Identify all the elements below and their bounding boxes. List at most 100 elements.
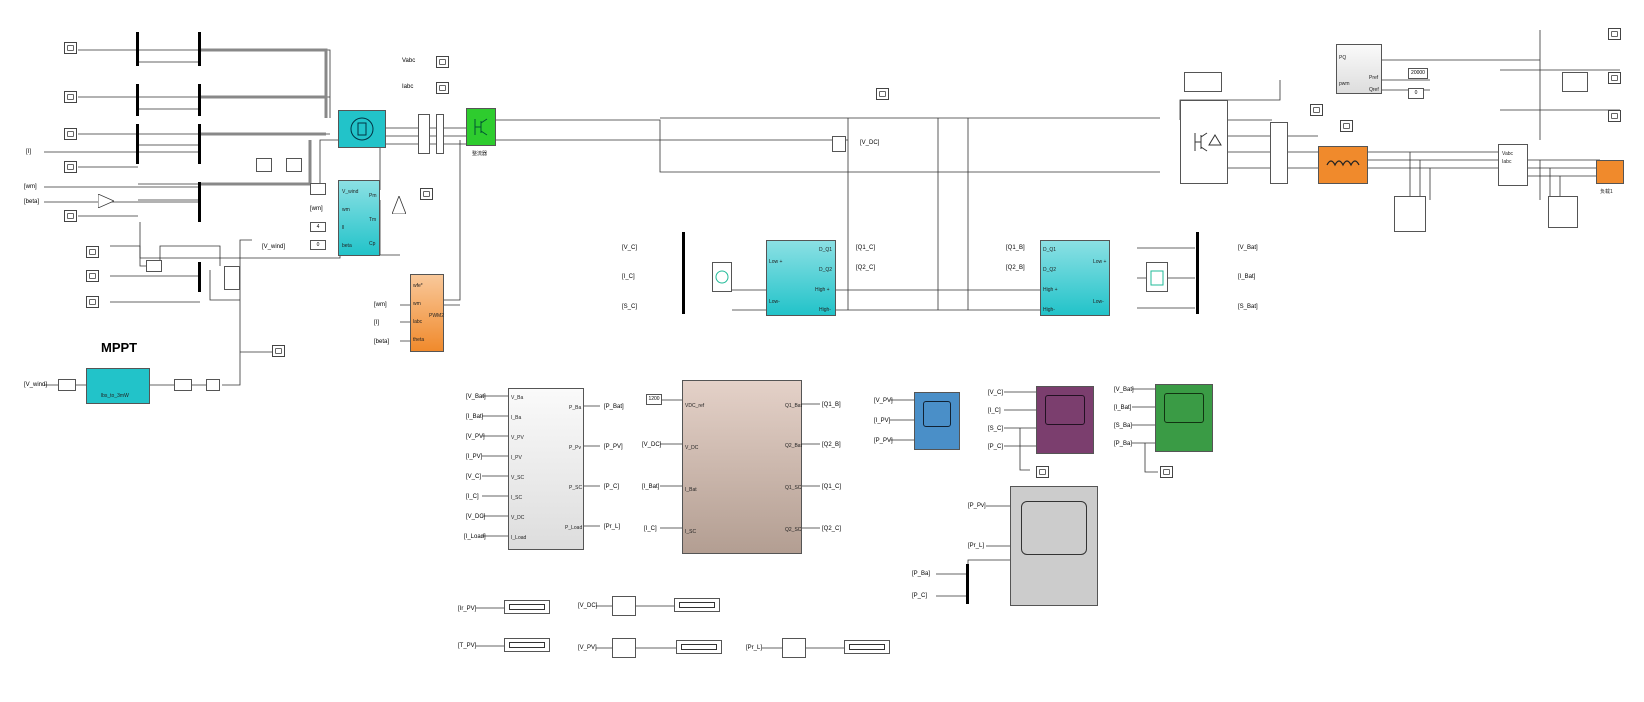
scope-block[interactable] bbox=[1608, 28, 1621, 40]
scope-block[interactable] bbox=[64, 91, 77, 103]
mux-block[interactable] bbox=[418, 114, 430, 154]
meas-in-vbat[interactable]: [V_Bat] bbox=[466, 394, 486, 400]
display-block[interactable] bbox=[504, 638, 550, 652]
scope-block[interactable] bbox=[1160, 466, 1173, 478]
scope-bat-in-i[interactable]: [I_Bat] bbox=[1114, 405, 1132, 411]
battery-block[interactable] bbox=[1146, 262, 1168, 292]
mppt-input-tag[interactable]: [V_wind] bbox=[24, 382, 48, 388]
bottom-tag-tpv[interactable]: [T_PV] bbox=[458, 643, 477, 649]
filter-block[interactable] bbox=[782, 638, 806, 658]
mppt-block[interactable]: lbs_to_3mW bbox=[86, 368, 150, 404]
scope-block[interactable] bbox=[86, 296, 99, 308]
scope-battery[interactable] bbox=[1155, 384, 1213, 452]
scope-power[interactable] bbox=[1010, 486, 1098, 606]
bottom-tag-irpv[interactable]: [Ir_PV] bbox=[458, 606, 477, 612]
scope-bat-in-v[interactable]: [V_Bat] bbox=[1114, 387, 1134, 393]
meas-in-vc[interactable]: [V_C] bbox=[466, 474, 482, 480]
scope-block[interactable] bbox=[420, 188, 433, 200]
goto-tag-wm[interactable]: [wm] bbox=[24, 184, 37, 190]
scope-pv-in-v[interactable]: [V_PV] bbox=[874, 398, 893, 404]
bottom-tag-prl[interactable]: [Pr_L] bbox=[746, 645, 763, 651]
scope-sc-in-p[interactable]: [P_C] bbox=[988, 444, 1004, 450]
from-block[interactable] bbox=[286, 158, 302, 172]
scope-block[interactable] bbox=[1608, 110, 1621, 122]
scope-bat-in-p[interactable]: [P_Ba] bbox=[1114, 441, 1133, 447]
rectifier-block[interactable] bbox=[466, 108, 496, 146]
pwm-in-wm[interactable]: [wm] bbox=[374, 302, 387, 308]
from-block[interactable] bbox=[256, 158, 272, 172]
filter-block[interactable] bbox=[612, 638, 636, 658]
scope-pv-in-p[interactable]: [P_PV] bbox=[874, 438, 893, 444]
power-measurement-block[interactable]: V_Ba I_Ba V_PV I_PV V_SC I_SC V_DC I_Loa… bbox=[508, 388, 584, 550]
scope-block[interactable] bbox=[1608, 72, 1621, 84]
qref-constant[interactable]: 0 bbox=[1408, 88, 1424, 99]
bat-out-i[interactable]: [I_Bat] bbox=[1238, 274, 1256, 280]
rl-filter-block[interactable] bbox=[1318, 146, 1368, 184]
scope-pw-in-pc[interactable]: [P_C] bbox=[912, 593, 928, 599]
bat-out-s[interactable]: [S_Bat] bbox=[1238, 304, 1258, 310]
scope-block[interactable] bbox=[436, 82, 449, 94]
voltage-measure-block[interactable] bbox=[832, 136, 846, 152]
ems-out-q1c[interactable]: [Q1_C] bbox=[822, 484, 842, 490]
sc-out-q1[interactable]: [Q1_C] bbox=[856, 245, 876, 251]
display-blank[interactable] bbox=[1184, 72, 1222, 92]
scope-sc-in-i[interactable]: [I_C] bbox=[988, 408, 1001, 414]
wind-turbine-block[interactable]: V_wind wm ll beta Pm Tm Cp bbox=[338, 180, 380, 256]
bottom-tag-vpv[interactable]: [V_PV] bbox=[578, 645, 597, 651]
bat-out-v[interactable]: [V_Bat] bbox=[1238, 245, 1258, 251]
vdc-ref-constant[interactable]: 1200 bbox=[646, 394, 662, 405]
pwm-in-beta[interactable]: [beta] bbox=[374, 339, 390, 345]
energy-management-block[interactable]: VDC_ref V_DC I_Bat I_SC Q1_Bat Q2_Bat Q1… bbox=[682, 380, 802, 554]
bidirectional-converter-bat[interactable]: D_Q1 D_Q2 High + High- Low + Low- bbox=[1040, 240, 1110, 316]
sc-out-q2[interactable]: [Q2_C] bbox=[856, 265, 876, 271]
ems-in-ibat[interactable]: [I_Bat] bbox=[642, 484, 660, 490]
pwm-in-i[interactable]: [I] bbox=[374, 320, 380, 326]
bottom-tag-vdc[interactable]: [V_DC] bbox=[578, 603, 598, 609]
scope-block[interactable] bbox=[1310, 104, 1323, 116]
scope-block[interactable] bbox=[876, 88, 889, 100]
grid-source-block[interactable] bbox=[1548, 196, 1578, 228]
meas-out-pbat[interactable]: [P_Bat] bbox=[604, 404, 624, 410]
saturation-block[interactable] bbox=[206, 379, 220, 391]
turbine-in-0[interactable]: 0 bbox=[310, 240, 326, 250]
ems-out-q1b[interactable]: [Q1_B] bbox=[822, 402, 841, 408]
scope-block[interactable] bbox=[86, 246, 99, 258]
meas-out-prl[interactable]: [Pr_L] bbox=[604, 524, 621, 530]
turbine-in-wm[interactable]: [wm] bbox=[310, 206, 323, 212]
scope-block[interactable] bbox=[1036, 466, 1049, 478]
pref-constant[interactable]: 20000 bbox=[1408, 68, 1428, 79]
pq-control-block[interactable]: PQ pwm Pref Qref bbox=[1336, 44, 1382, 94]
mux-block[interactable] bbox=[1270, 122, 1288, 184]
mux-block[interactable] bbox=[436, 114, 444, 154]
display-block[interactable] bbox=[504, 600, 550, 614]
meas-in-iload[interactable]: [I_Load] bbox=[464, 534, 486, 540]
inverter-block[interactable] bbox=[1180, 100, 1228, 184]
dc-tag[interactable]: [V_DC] bbox=[860, 140, 880, 146]
meas-in-ic[interactable]: [I_C] bbox=[466, 494, 479, 500]
goto-tag-beta[interactable]: [beta] bbox=[24, 199, 40, 205]
zoh-block[interactable] bbox=[174, 379, 192, 391]
scope-block[interactable] bbox=[272, 345, 285, 357]
sc-in-v[interactable]: [V_C] bbox=[622, 245, 638, 251]
scope-block[interactable] bbox=[86, 270, 99, 282]
ems-out-q2b[interactable]: [Q2_B] bbox=[822, 442, 841, 448]
scope-block[interactable] bbox=[64, 42, 77, 54]
scope-pw-in-pba[interactable]: [P_Ba] bbox=[912, 571, 931, 577]
turbine-in-blank[interactable] bbox=[310, 183, 326, 195]
pmsg-generator-block[interactable] bbox=[338, 110, 386, 148]
bidirectional-converter-sc[interactable]: Low + Low- D_Q1 D_Q2 High + High- bbox=[766, 240, 836, 316]
ems-out-q2c[interactable]: [Q2_C] bbox=[822, 526, 842, 532]
meas-in-ibat[interactable]: [I_Bat] bbox=[466, 414, 484, 420]
display-block[interactable] bbox=[674, 598, 720, 612]
goto-tag-i[interactable]: [I] bbox=[26, 149, 32, 155]
meas-out-ppv[interactable]: [P_PV] bbox=[604, 444, 623, 450]
meas-in-vdc[interactable]: [V_DC] bbox=[466, 514, 486, 520]
filter-block[interactable] bbox=[612, 596, 636, 616]
ems-in-ic[interactable]: [I_C] bbox=[644, 526, 657, 532]
v-wind-tag[interactable]: [V_wind] bbox=[262, 244, 286, 250]
bat-in-q2[interactable]: [Q2_B] bbox=[1006, 265, 1025, 271]
scope-pw-in-ppv[interactable]: [P_Pv] bbox=[968, 503, 986, 509]
scope-pv-in-i[interactable]: [I_PV] bbox=[874, 418, 891, 424]
gain-block[interactable] bbox=[1562, 72, 1588, 92]
sc-in-s[interactable]: [S_C] bbox=[622, 304, 638, 310]
